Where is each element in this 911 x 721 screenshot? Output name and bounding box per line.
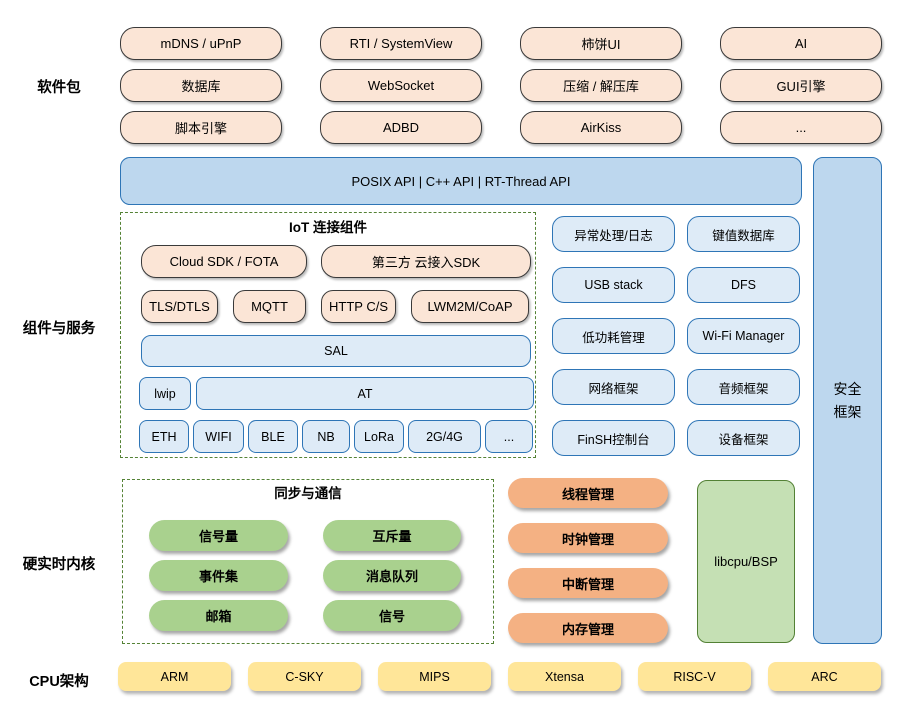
- tls-dtls-box: TLS/DTLS: [141, 290, 218, 323]
- at-box: AT: [196, 377, 534, 410]
- third-party-cloud-sdk-box: 第三方 云接入SDK: [321, 245, 531, 278]
- api-layer-bar: POSIX API | C++ API | RT-Thread API: [120, 157, 802, 205]
- layer-label-software-packages: 软件包: [37, 80, 81, 96]
- package-box-more: ...: [720, 111, 882, 144]
- package-box-persimmon-ui: 柿饼UI: [520, 27, 682, 60]
- mailbox-pill: 邮箱: [149, 600, 288, 631]
- low-power-mgmt-box: 低功耗管理: [552, 318, 675, 354]
- semaphore-pill: 信号量: [149, 520, 288, 551]
- cloud-sdk-fota-box: Cloud SDK / FOTA: [141, 245, 307, 278]
- security-framework-label-line2: 框架: [833, 403, 862, 420]
- package-box-mdns-upnp: mDNS / uPnP: [120, 27, 282, 60]
- thread-mgmt-pill: 线程管理: [508, 478, 668, 508]
- cpu-box-riscv: RISC-V: [638, 662, 751, 691]
- signal-pill: 信号: [323, 600, 461, 631]
- cpu-box-xtensa: Xtensa: [508, 662, 621, 691]
- exception-log-box: 异常处理/日志: [552, 216, 675, 252]
- iot-group-title: IoT 连接组件: [289, 220, 367, 235]
- 2g4g-box: 2G/4G: [408, 420, 481, 453]
- sal-box: SAL: [141, 335, 531, 367]
- mqtt-box: MQTT: [233, 290, 306, 323]
- package-box-ai: AI: [720, 27, 882, 60]
- ble-box: BLE: [248, 420, 298, 453]
- package-box-script-engine: 脚本引擎: [120, 111, 282, 144]
- package-box-gui-engine: GUI引擎: [720, 69, 882, 102]
- package-box-rti-systemview: RTI / SystemView: [320, 27, 482, 60]
- package-box-adbd: ADBD: [320, 111, 482, 144]
- kv-database-box: 键值数据库: [687, 216, 800, 252]
- cpu-box-mips: MIPS: [378, 662, 491, 691]
- layer-label-cpu-arch: CPU架构: [29, 674, 89, 690]
- nb-box: NB: [302, 420, 350, 453]
- layer-label-components-services: 组件与服务: [22, 321, 96, 337]
- audio-framework-box: 音频框架: [687, 369, 800, 405]
- package-box-airkiss: AirKiss: [520, 111, 682, 144]
- wifi-manager-box: Wi-Fi Manager: [687, 318, 800, 354]
- libcpu-bsp-box: libcpu/BSP: [697, 480, 795, 643]
- cpu-box-arm: ARM: [118, 662, 231, 691]
- device-framework-box: 设备框架: [687, 420, 800, 456]
- clock-mgmt-pill: 时钟管理: [508, 523, 668, 553]
- message-queue-pill: 消息队列: [323, 560, 461, 591]
- cpu-box-csky: C-SKY: [248, 662, 361, 691]
- interrupt-mgmt-pill: 中断管理: [508, 568, 668, 598]
- lwm2m-coap-box: LWM2M/CoAP: [411, 290, 529, 323]
- lwip-box: lwip: [139, 377, 191, 410]
- services-grid: 异常处理/日志 键值数据库 USB stack DFS 低功耗管理 Wi-Fi …: [552, 216, 800, 456]
- http-cs-box: HTTP C/S: [321, 290, 396, 323]
- security-framework-label-line1: 安全: [833, 381, 862, 398]
- software-packages-grid: mDNS / uPnP RTI / SystemView 柿饼UI AI 数据库…: [120, 27, 882, 144]
- layer-label-kernel: 硬实时内核: [22, 557, 96, 573]
- finsh-console-box: FinSH控制台: [552, 420, 675, 456]
- sync-communication-group: 同步与通信 信号量 互斥量 事件集 消息队列 邮箱 信号: [122, 479, 494, 644]
- cpu-architecture-row: ARM C-SKY MIPS Xtensa RISC-V ARC: [118, 662, 881, 691]
- package-box-websocket: WebSocket: [320, 69, 482, 102]
- more-links-box: ...: [485, 420, 533, 453]
- lora-box: LoRa: [354, 420, 404, 453]
- mutex-pill: 互斥量: [323, 520, 461, 551]
- event-set-pill: 事件集: [149, 560, 288, 591]
- network-framework-box: 网络框架: [552, 369, 675, 405]
- cpu-box-arc: ARC: [768, 662, 881, 691]
- wifi-box: WIFI: [193, 420, 244, 453]
- dfs-box: DFS: [687, 267, 800, 303]
- package-box-database: 数据库: [120, 69, 282, 102]
- memory-mgmt-pill: 内存管理: [508, 613, 668, 643]
- iot-components-group: IoT 连接组件 Cloud SDK / FOTA 第三方 云接入SDK TLS…: [120, 212, 536, 458]
- eth-box: ETH: [139, 420, 189, 453]
- package-box-compression: 压缩 / 解压库: [520, 69, 682, 102]
- security-framework-bar: 安全 框架: [813, 157, 882, 644]
- usb-stack-box: USB stack: [552, 267, 675, 303]
- sync-group-title: 同步与通信: [274, 486, 342, 501]
